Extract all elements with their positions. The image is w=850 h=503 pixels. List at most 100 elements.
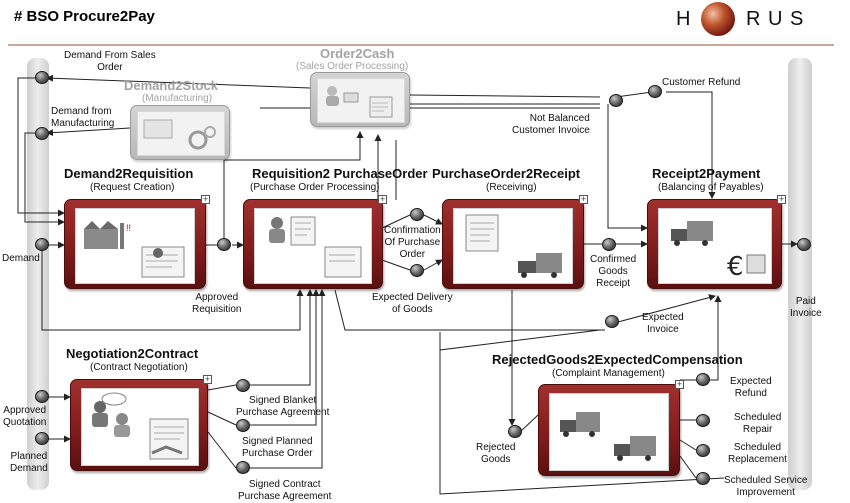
gears-icon bbox=[143, 119, 216, 150]
negotiation2contract-panel bbox=[81, 388, 199, 466]
event-node-signed-blanket-purchase-agreement[interactable] bbox=[236, 379, 250, 392]
event-node-signed-planned-purchase-order[interactable] bbox=[236, 419, 250, 432]
rejectedgoods-panel bbox=[549, 393, 669, 471]
globe-icon bbox=[701, 2, 735, 36]
event-node-approved-requisition[interactable] bbox=[217, 238, 231, 251]
logo-letter-h: H bbox=[676, 8, 692, 30]
expand-icon[interactable]: + bbox=[201, 195, 210, 204]
purchaseorder2receipt-panel bbox=[453, 208, 573, 284]
label-rejected-goods: Rejected Goods bbox=[476, 442, 516, 465]
event-node-scheduled-repair[interactable] bbox=[696, 414, 710, 427]
svg-text:€: € bbox=[727, 252, 744, 282]
expand-icon[interactable]: + bbox=[579, 195, 588, 204]
receipt2payment-panel: € bbox=[658, 208, 772, 284]
requisition2purchaseorder-subtitle: (Purchase Order Processing) bbox=[250, 182, 380, 193]
horus-logo: H R U S bbox=[668, 2, 838, 42]
event-node-scheduled-service-improvement[interactable] bbox=[696, 472, 710, 485]
order2cash-panel bbox=[317, 78, 405, 123]
label-signed-contract-purchase-agreement: Signed Contract Purchase Agreement bbox=[238, 479, 332, 502]
order2cash-subtitle: (Sales Order Processing) bbox=[296, 61, 409, 72]
label-signed-planned-purchase-order: Signed Planned Purchase Order bbox=[242, 436, 313, 459]
label-customer-refund: Customer Refund bbox=[662, 77, 741, 88]
order2cash-title: Order2Cash bbox=[320, 46, 395, 61]
demand2requisition-subtitle: (Request Creation) bbox=[90, 182, 175, 193]
order2cash-box[interactable] bbox=[310, 72, 410, 127]
expand-icon[interactable]: + bbox=[378, 195, 387, 204]
negotiation2contract-title: Negotiation2Contract bbox=[66, 346, 199, 361]
event-node-not-balanced-customer-invoice[interactable] bbox=[609, 94, 623, 107]
negotiation2contract-box[interactable]: + bbox=[70, 375, 212, 471]
receipt2payment-title: Receipt2Payment bbox=[652, 166, 761, 181]
demand2stock-panel bbox=[137, 111, 225, 156]
factory-icon: !! bbox=[84, 221, 185, 278]
purchaseorder2receipt-box[interactable]: + bbox=[442, 195, 588, 289]
event-node-scheduled-replacement[interactable] bbox=[696, 444, 710, 457]
expand-icon[interactable]: + bbox=[203, 375, 212, 384]
requisition2purchaseorder-box[interactable]: + bbox=[243, 195, 387, 289]
label-approved-requisition: Approved Requisition bbox=[192, 292, 242, 315]
rejectedgoods-box[interactable]: + bbox=[538, 380, 684, 476]
demand2stock-subtitle: (Manufacturing) bbox=[142, 93, 213, 104]
event-node-rejected-goods[interactable] bbox=[508, 425, 522, 438]
label-demand: Demand bbox=[2, 253, 40, 264]
logo-letters-rus: R U S bbox=[746, 8, 805, 30]
label-expected-invoice: Expected Invoice bbox=[642, 312, 684, 335]
expand-icon[interactable]: + bbox=[675, 380, 684, 389]
label-confirmation-of-purchase-order: Confirmation Of Purchase Order bbox=[384, 225, 441, 260]
documents-icon bbox=[269, 216, 362, 278]
receipt2payment-box[interactable]: + € bbox=[647, 195, 786, 289]
event-node-demand-from-manufacturing[interactable] bbox=[35, 127, 49, 140]
label-demand-from-manufacturing: Demand from Manufacturing bbox=[51, 106, 115, 129]
requisition2purchaseorder-panel bbox=[254, 208, 372, 284]
demand2requisition-box[interactable]: + !! bbox=[64, 195, 210, 289]
demand2requisition-panel: !! bbox=[75, 208, 195, 284]
event-node-expected-invoice[interactable] bbox=[605, 315, 619, 328]
left-event-pillar bbox=[27, 58, 49, 490]
event-node-expected-refund[interactable] bbox=[696, 373, 710, 386]
label-scheduled-replacement: Scheduled Replacement bbox=[728, 442, 787, 465]
right-event-pillar bbox=[788, 58, 812, 490]
demand2stock-box[interactable] bbox=[130, 105, 230, 160]
label-demand-from-sales-order: Demand From Sales Order bbox=[64, 50, 156, 73]
purchaseorder2receipt-subtitle: (Receiving) bbox=[486, 182, 537, 193]
label-scheduled-repair: Scheduled Repair bbox=[734, 412, 782, 435]
demand2stock-title: Demand2Stock bbox=[124, 78, 218, 93]
page-title: # BSO Procure2Pay bbox=[14, 8, 155, 25]
event-node-expected-delivery-of-goods[interactable] bbox=[410, 264, 424, 277]
event-node-approved-quotation[interactable] bbox=[35, 390, 49, 403]
delivery-truck-icon bbox=[560, 412, 656, 461]
negotiation2contract-subtitle: (Contract Negotiation) bbox=[90, 362, 188, 373]
requisition2purchaseorder-title: Requisition2 PurchaseOrder bbox=[252, 166, 428, 181]
rejectedgoods-title: RejectedGoods2ExpectedCompensation bbox=[492, 352, 743, 367]
label-scheduled-service-improvement: Scheduled Service Improvement bbox=[724, 475, 808, 498]
event-node-planned-demand[interactable] bbox=[35, 432, 49, 445]
label-paid-invoice: Paid Invoice bbox=[790, 296, 822, 319]
event-node-confirmation-of-purchase-order[interactable] bbox=[410, 208, 424, 221]
header-divider bbox=[8, 44, 834, 46]
event-node-signed-contract-purchase-agreement[interactable] bbox=[236, 461, 250, 474]
label-expected-refund: Expected Refund bbox=[730, 376, 772, 399]
euro-cash-icon: € bbox=[671, 221, 766, 282]
event-node-customer-refund[interactable] bbox=[648, 85, 662, 98]
event-node-demand[interactable] bbox=[35, 238, 49, 251]
person-icon bbox=[326, 86, 393, 118]
label-confirmed-goods-receipt: Confirmed Goods Receipt bbox=[590, 254, 637, 289]
event-node-demand-from-sales-order[interactable] bbox=[35, 71, 49, 84]
receipt2payment-subtitle: (Balancing of Payables) bbox=[658, 182, 764, 193]
svg-text:!!: !! bbox=[126, 223, 131, 233]
demand2requisition-title: Demand2Requisition bbox=[64, 166, 194, 181]
delivery-truck-icon bbox=[465, 214, 562, 278]
label-planned-demand: Planned Demand bbox=[10, 451, 48, 474]
expand-icon[interactable]: + bbox=[777, 195, 786, 204]
label-expected-delivery-of-goods: Expected Delivery of Goods bbox=[372, 292, 453, 315]
label-signed-blanket-purchase-agreement: Signed Blanket Purchase Agreement bbox=[236, 395, 330, 418]
label-approved-quotation: Approved Quotation bbox=[3, 405, 47, 428]
handshake-icon bbox=[92, 392, 189, 460]
event-node-paid-invoice[interactable] bbox=[797, 238, 811, 251]
event-node-confirmed-goods-receipt[interactable] bbox=[602, 238, 616, 251]
purchaseorder2receipt-title: PurchaseOrder2Receipt bbox=[432, 166, 581, 181]
rejectedgoods-subtitle: (Complaint Management) bbox=[552, 368, 665, 379]
label-not-balanced-customer-invoice: Not Balanced Customer Invoice bbox=[512, 113, 590, 136]
